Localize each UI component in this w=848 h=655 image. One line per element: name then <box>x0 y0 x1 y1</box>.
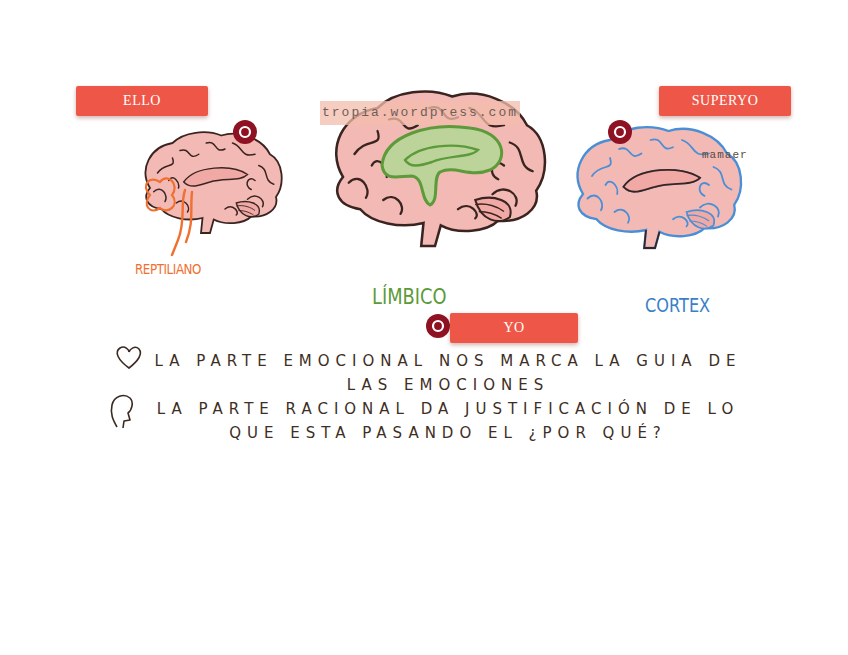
brain-label: CORTEX <box>645 294 710 316</box>
circle-shape <box>105 95 325 315</box>
circle-shape <box>535 94 761 320</box>
brain-circle: CORTEX <box>535 94 761 320</box>
tag-text: ELLO <box>123 93 161 109</box>
note-text: LA PARTE EMOCIONAL NOS MARCA LA GUIA DE … <box>138 349 758 397</box>
pin-marker <box>233 120 632 338</box>
watermark: mamaer <box>702 143 748 167</box>
watermark: tropia.wordpress.com <box>320 101 520 125</box>
brain-label: REPTILIANO <box>135 261 201 277</box>
label-tag: SUPERYO <box>659 86 791 116</box>
brain-circle: REPTILIANO <box>105 95 325 315</box>
tag-text: SUPERYO <box>692 93 759 109</box>
brain-circle: LÍMBICO <box>290 45 580 335</box>
note-text: LA PARTE RACIONAL DA JUSTIFICACIÓN DE LO… <box>138 397 758 445</box>
brain-label: LÍMBICO <box>372 285 447 309</box>
label-tag: ELLO <box>76 86 208 116</box>
label-tag: YO <box>450 313 578 343</box>
tag-text: YO <box>503 320 524 336</box>
